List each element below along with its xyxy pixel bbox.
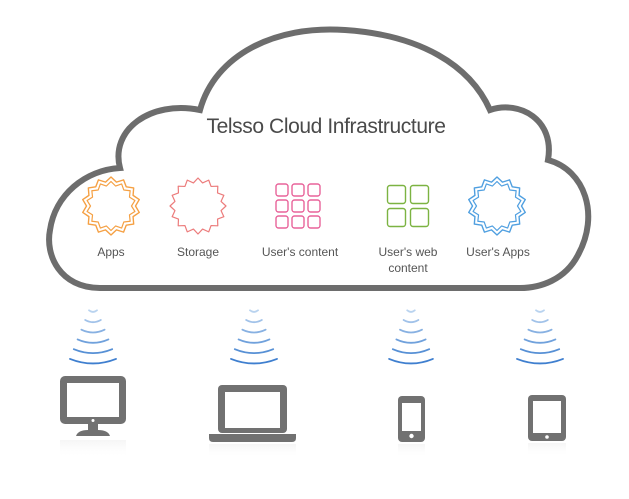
laptop-icon	[209, 385, 296, 458]
smartphone-icon	[398, 396, 425, 458]
service-label-storage: Storage	[177, 245, 219, 259]
storage-seal-icon	[169, 177, 227, 235]
service-label-users-web-content-line2: content	[388, 261, 428, 275]
diagram-title: Telsso Cloud Infrastructure	[207, 115, 446, 138]
wireless-signal-icon	[230, 309, 278, 365]
apps-gear-icon	[82, 176, 140, 236]
cloud-shape	[46, 26, 592, 291]
service-label-users-content: User's content	[262, 245, 339, 259]
desktop-monitor-icon	[60, 376, 126, 458]
wireless-signal-icon	[516, 309, 564, 365]
wireless-signal-icon	[69, 309, 117, 365]
users-content-grid-icon	[275, 183, 321, 229]
users-web-content-grid-icon	[386, 184, 430, 228]
tablet-icon	[528, 395, 566, 457]
wireless-signal-icon	[388, 309, 434, 365]
service-label-users-apps: User's Apps	[466, 245, 530, 259]
users-apps-gear-icon	[468, 176, 526, 236]
service-label-apps: Apps	[97, 245, 124, 259]
service-label-users-web-content-line1: User's web	[379, 245, 438, 259]
